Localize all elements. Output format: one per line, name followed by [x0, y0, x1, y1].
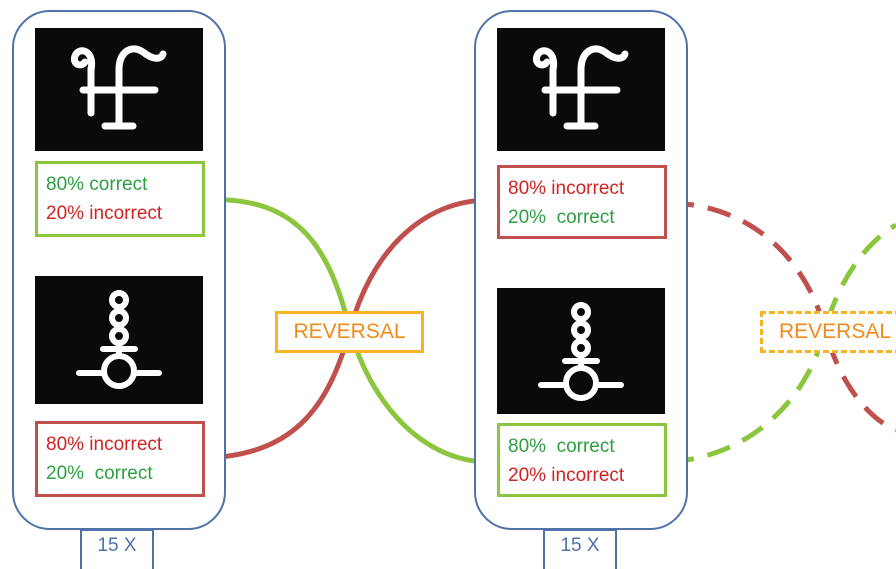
- repeat-count-label: 15 X: [543, 529, 617, 569]
- reversal-label: REVERSAL: [275, 311, 424, 353]
- reversal-label: REVERSAL: [760, 311, 896, 353]
- feedback-line: 80% correct: [508, 436, 615, 457]
- feedback-box-block1-top: 80% correct 20% incorrect: [35, 161, 205, 237]
- feedback-line: 80% incorrect: [508, 178, 625, 199]
- stimulus-a-image: [497, 28, 665, 151]
- feedback-box-block2-top: 80% incorrect 20% correct: [497, 165, 667, 239]
- feedback-line: 20% correct: [508, 207, 615, 228]
- glyph-anchor-symbol-icon: [532, 45, 629, 130]
- feedback-line: 20% incorrect: [46, 203, 163, 224]
- glyph-circle-chain-symbol-icon: [538, 302, 624, 401]
- feedback-line: 80% correct: [46, 174, 148, 195]
- feedback-line: 80% incorrect: [46, 434, 163, 455]
- stimulus-b-image: [35, 276, 203, 404]
- feedback-box-block1-bottom: 80% incorrect 20% correct: [35, 421, 205, 497]
- glyph-anchor-symbol-icon: [70, 45, 167, 130]
- glyph-circle-chain-symbol-icon: [76, 290, 162, 389]
- feedback-line: 20% incorrect: [508, 465, 625, 486]
- feedback-box-block2-bottom: 80% correct 20% incorrect: [497, 423, 667, 497]
- stimulus-a-image: [35, 28, 203, 151]
- stimulus-b-image: [497, 288, 665, 414]
- feedback-line: 20% correct: [46, 463, 153, 484]
- repeat-count-label: 15 X: [80, 529, 154, 569]
